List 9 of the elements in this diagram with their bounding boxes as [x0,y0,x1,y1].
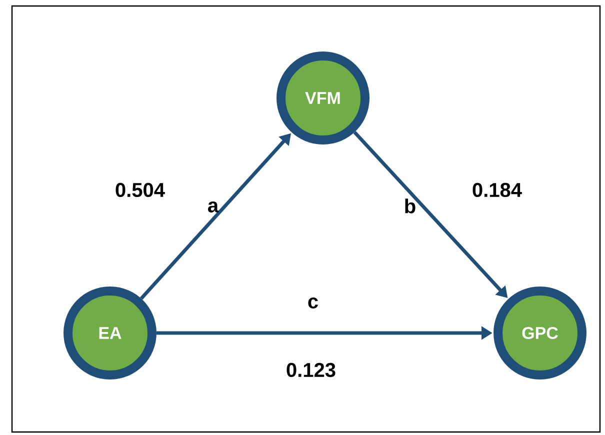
coefficient-label: 0.123 [286,362,336,378]
edge-label: c [308,298,318,308]
circle-node: VFM [276,52,370,144]
edge-label: a [208,202,219,212]
circle-node: EA [64,286,156,380]
coefficient-label: 0.184 [472,182,522,198]
circle-node: GPC [494,286,586,380]
coefficient-label: 0.504 [116,182,165,198]
edge-label: b [405,198,416,214]
